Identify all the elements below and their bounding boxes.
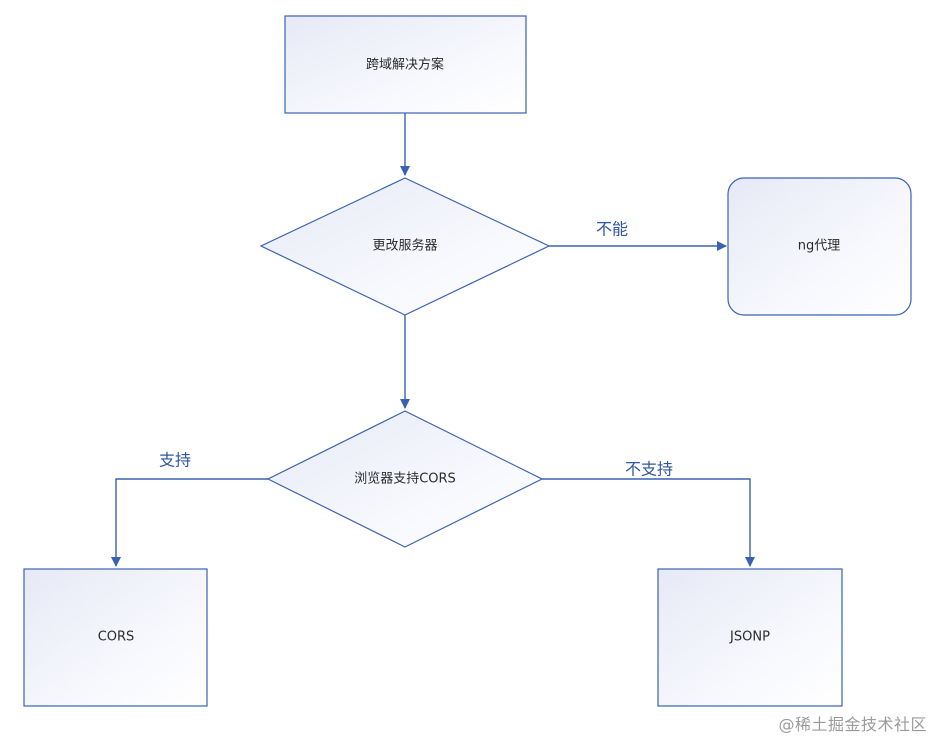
node-browser-label: 浏览器支持CORS [354,471,456,487]
edge-label-supports: 支持 [159,451,191,470]
node-ng-proxy-label: ng代理 [798,239,841,254]
node-start-label: 跨域解决方案 [366,57,444,73]
node-cors-box [23,568,208,707]
edge-browser-to-jsonp [542,478,755,567]
node-server-label: 更改服务器 [372,238,437,254]
node-start-box [284,15,527,114]
node-server-decision [259,177,551,316]
watermark: @稀土掘金技术社区 [778,715,927,734]
node-jsonp-label: JSONP [729,630,770,645]
node-cors-label: CORS [98,630,135,645]
node-browser-decision [266,410,544,548]
node-jsonp-box [657,568,843,707]
edges [111,113,755,567]
edge-browser-to-cors [111,478,268,567]
node-ng-proxy-box [727,177,912,316]
nodes [23,15,912,707]
edge-label-not-supports: 不支持 [625,460,673,479]
edge-label-cannot: 不能 [596,220,628,239]
